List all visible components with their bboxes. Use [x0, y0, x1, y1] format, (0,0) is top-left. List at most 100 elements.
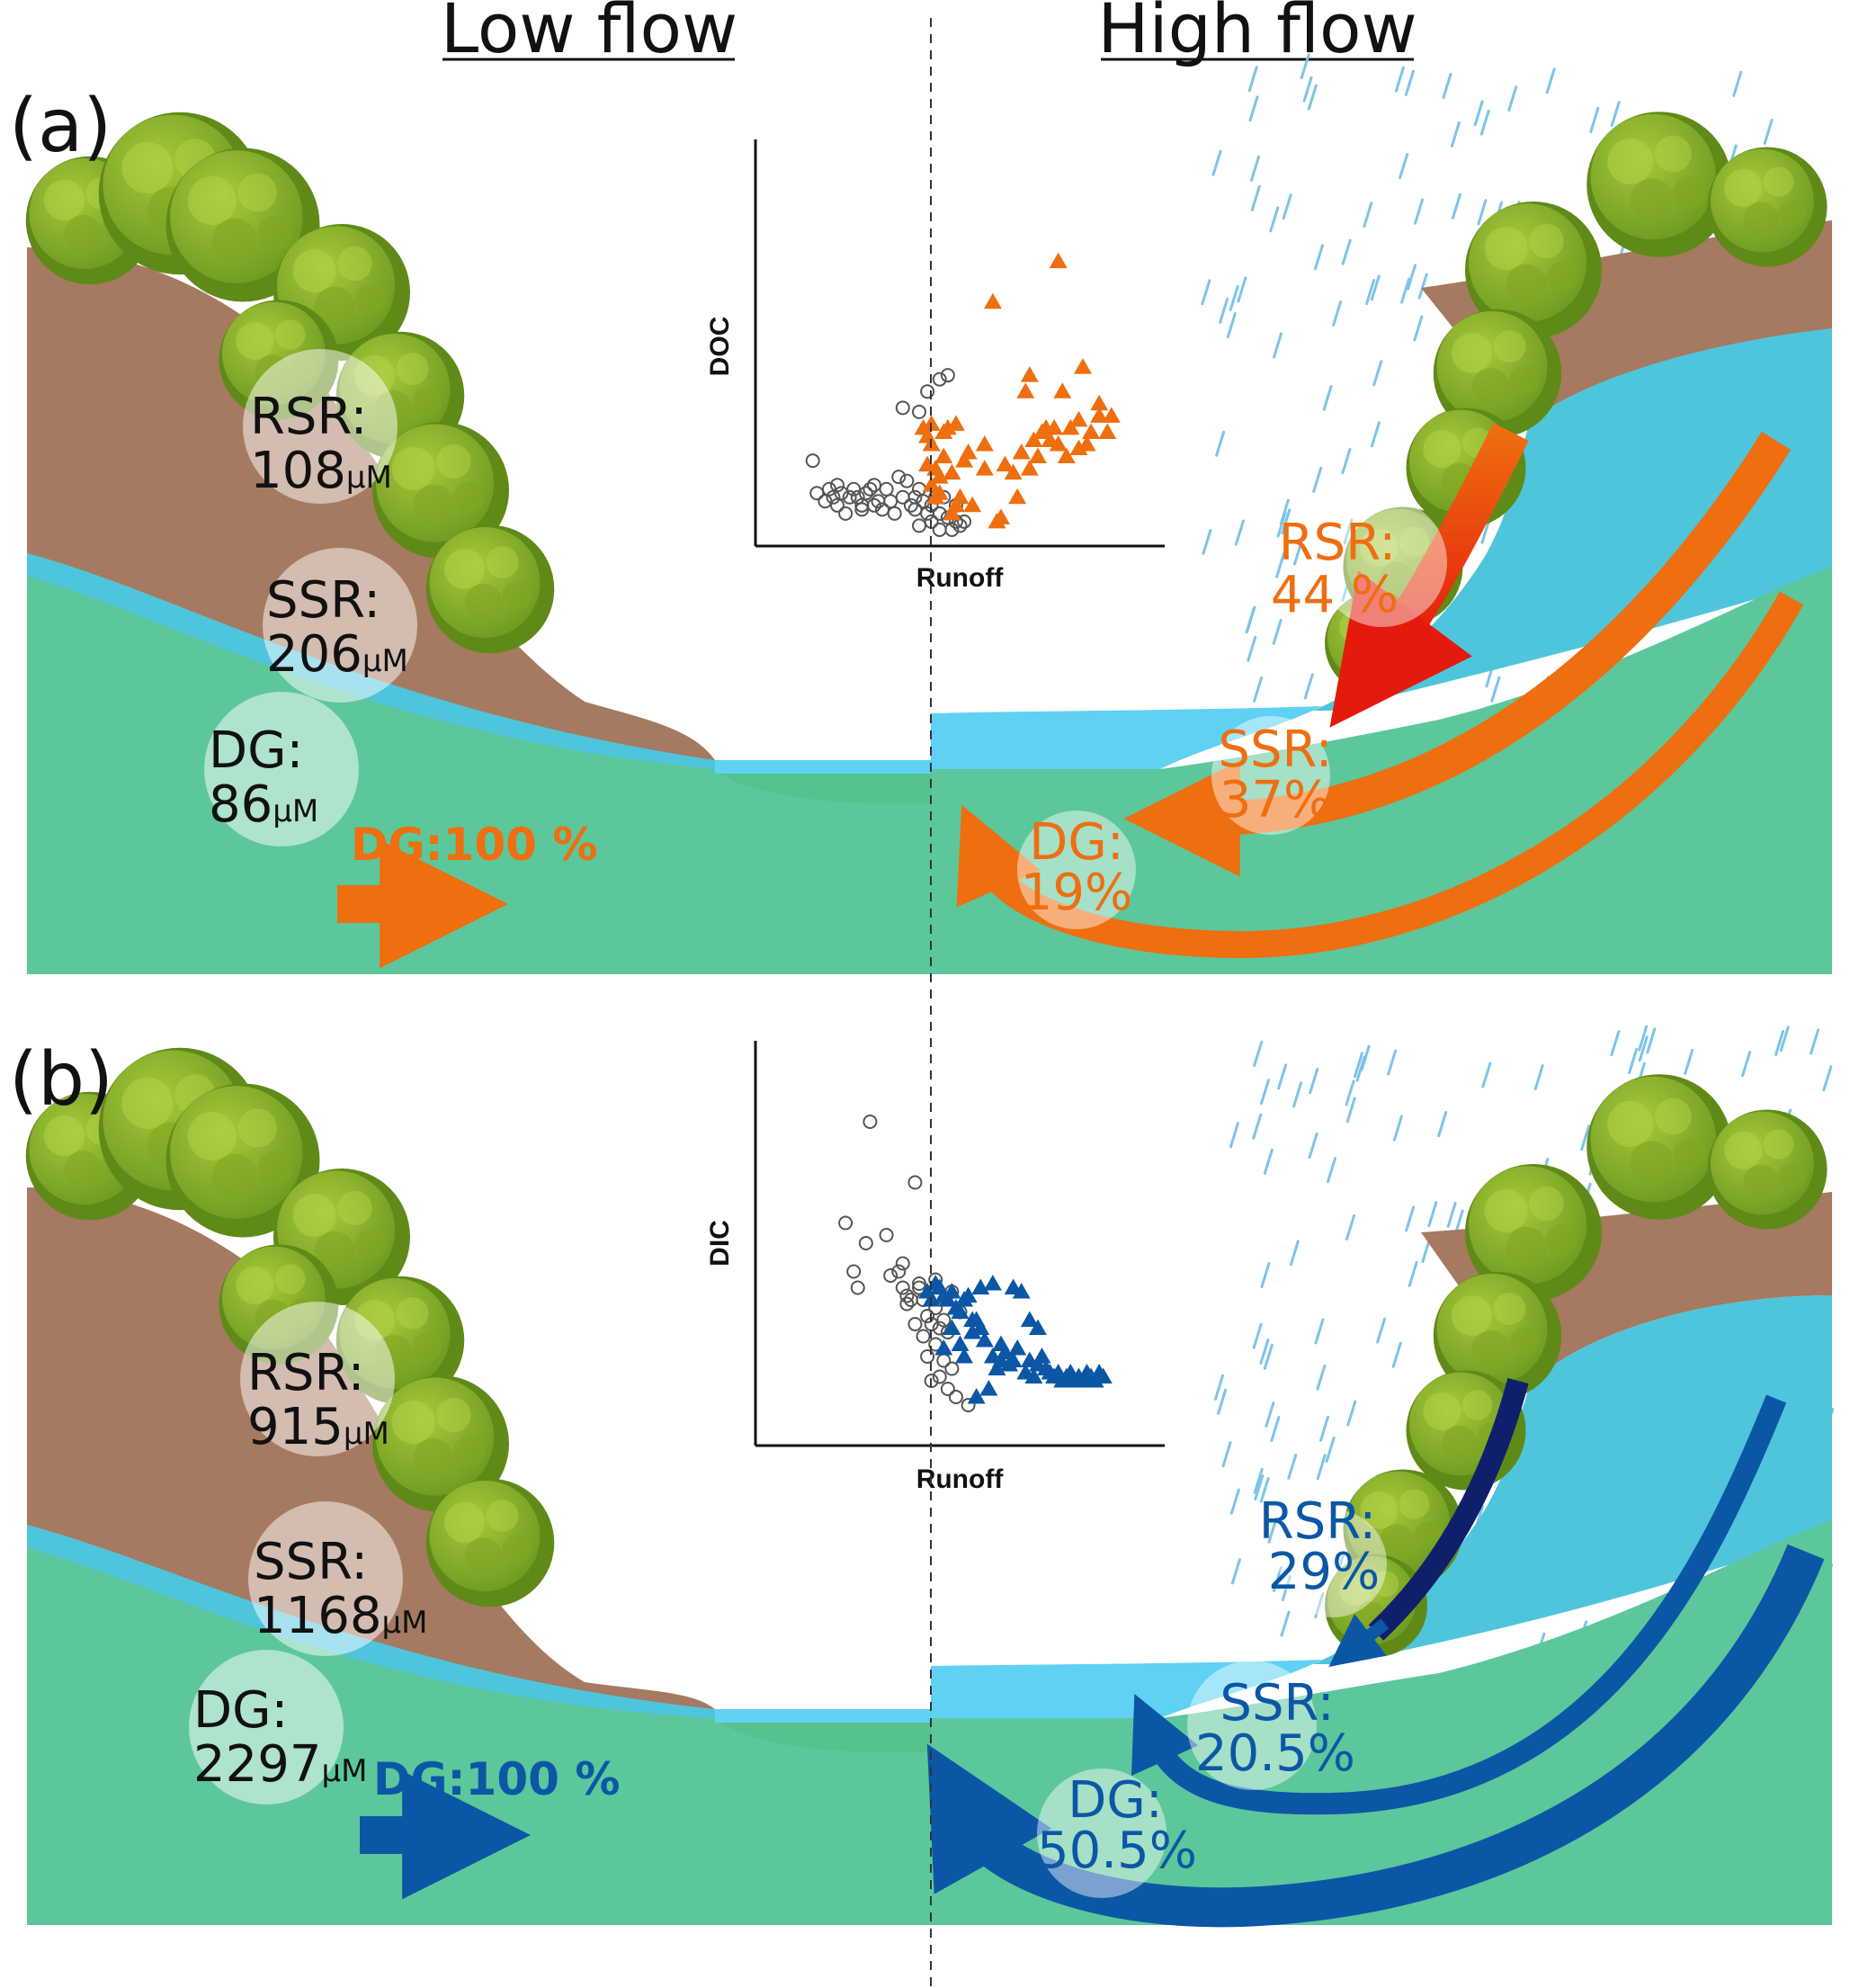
raindrop: [1353, 1052, 1363, 1079]
raindrop: [1628, 1048, 1639, 1075]
scatter-point-triangle: [943, 504, 961, 521]
stream-high: [931, 706, 1322, 769]
scatter-point-triangle: [1094, 1367, 1113, 1384]
scatter-point-circle: [895, 1280, 910, 1295]
scatter-point-circle: [834, 486, 849, 501]
raindrop: [1280, 1610, 1291, 1637]
scatter-point-circle: [936, 1353, 952, 1368]
scatter-point-triangle: [963, 496, 982, 513]
bubble-value: 44 %: [1271, 566, 1399, 624]
raindrop: [1316, 1364, 1327, 1391]
scatter-point-circle: [903, 497, 918, 513]
bubble-value: 50.5%: [1037, 1822, 1197, 1880]
raindrop: [1370, 421, 1381, 448]
raindrop: [1281, 508, 1291, 535]
raindrop: [1437, 1111, 1448, 1138]
raindrop: [1810, 1028, 1820, 1055]
raindrop: [1332, 300, 1343, 327]
scatter-dic: DIC Runoff: [705, 1041, 1165, 1494]
raindrop: [1201, 279, 1211, 306]
dg-flow-arrow: [926, 1544, 1825, 1928]
raindrop: [1451, 193, 1461, 219]
raindrop: [1237, 276, 1247, 303]
raindrop: [1303, 673, 1314, 700]
scatter-point-triangle: [1049, 435, 1068, 452]
bubble-ssr-low: SSR: 1168μM: [248, 1501, 427, 1656]
scatter-point-triangle: [1028, 1319, 1047, 1335]
raindrop: [1391, 1341, 1402, 1368]
scatter-point-circle: [920, 1349, 935, 1364]
bubble-value: 19%: [1021, 864, 1132, 922]
scatter-point-triangle: [1090, 407, 1109, 423]
scatter-point-circle: [891, 470, 907, 485]
raindrop: [1248, 95, 1259, 122]
raindrop: [1638, 1025, 1649, 1052]
scatter-point-circle: [895, 400, 910, 416]
scatter-point-circle: [862, 1115, 878, 1129]
scatter-point-circle: [809, 486, 825, 501]
raindrop: [1247, 66, 1258, 93]
raindrop: [1229, 1488, 1240, 1515]
scatter-point-circle: [907, 502, 923, 517]
raindrop: [1260, 1079, 1271, 1106]
raindrop: [1250, 184, 1261, 211]
bubble-name: DG:: [1029, 813, 1123, 872]
scatter-point-triangle: [955, 452, 974, 468]
raindrop: [1316, 1454, 1327, 1481]
scatter-point-triangle: [1028, 447, 1047, 464]
raindrop: [1259, 1476, 1270, 1503]
scatter-point-triangle: [1024, 431, 1043, 447]
raindrop: [1273, 332, 1283, 359]
raindrop: [1589, 106, 1600, 133]
raindrop: [1202, 528, 1212, 555]
raindrop: [1345, 1097, 1356, 1124]
raindrop: [1345, 1213, 1356, 1240]
scatter-point-triangle: [967, 1388, 986, 1404]
ssr-flow-arrow: [1123, 431, 1792, 877]
raindrop: [1253, 676, 1264, 703]
scatter-point-triangle: [946, 415, 965, 431]
raindrop: [1259, 1338, 1270, 1365]
scatter-point-circle: [940, 368, 955, 383]
bubble-name: RSR:: [1279, 514, 1397, 572]
raindrop: [1219, 297, 1229, 324]
scatter-point-circle: [879, 1228, 894, 1242]
raindrop: [1309, 1068, 1319, 1095]
scatter-point-circle: [957, 514, 972, 529]
raindrop: [1732, 70, 1743, 97]
scatter-point-circle: [838, 1215, 854, 1231]
stream-bed: [719, 774, 931, 804]
scatter-point-triangle: [951, 488, 970, 505]
scatter-point-triangle: [1016, 382, 1035, 398]
bubble-dg-low: DG: 2297μM: [189, 1650, 367, 1804]
scatter-point-circle: [895, 489, 910, 505]
scatter-point-triangle: [930, 468, 949, 484]
bubble-value: 108μM: [250, 442, 392, 500]
scatter-point-triangle: [975, 435, 994, 452]
bubble-value: 20.5%: [1195, 1724, 1355, 1783]
scatter-point-triangle: [971, 1278, 990, 1294]
raindrop: [1376, 1317, 1387, 1344]
scatter-point-circle: [846, 481, 862, 497]
raindrop: [1638, 1035, 1649, 1062]
raindrop: [1247, 635, 1257, 662]
scatter-point-circle: [899, 1288, 915, 1303]
scatter-point-triangle: [1020, 366, 1039, 382]
raindrop: [1404, 69, 1415, 96]
bubble-value: 915μM: [247, 1398, 389, 1456]
bubble-name: SSR:: [266, 571, 380, 630]
raindrop: [1313, 244, 1324, 271]
raindrop: [1360, 1044, 1371, 1071]
scatter-point-triangle: [992, 508, 1010, 524]
raindrop: [1346, 1400, 1357, 1427]
scatter-point-circle: [821, 481, 836, 497]
raindrop: [1307, 84, 1318, 111]
bubble-dg-high: DG: 19%: [1017, 810, 1136, 929]
scatter-point-triangle: [979, 1380, 998, 1396]
raindrop: [1263, 1148, 1274, 1175]
scatter-point-triangle: [943, 1283, 961, 1299]
scatter-point-circle: [961, 1398, 976, 1412]
stream-low: [715, 760, 931, 774]
bubble-rsr-low: RSR: 108μM: [243, 349, 398, 504]
raindrop: [1308, 1132, 1318, 1159]
